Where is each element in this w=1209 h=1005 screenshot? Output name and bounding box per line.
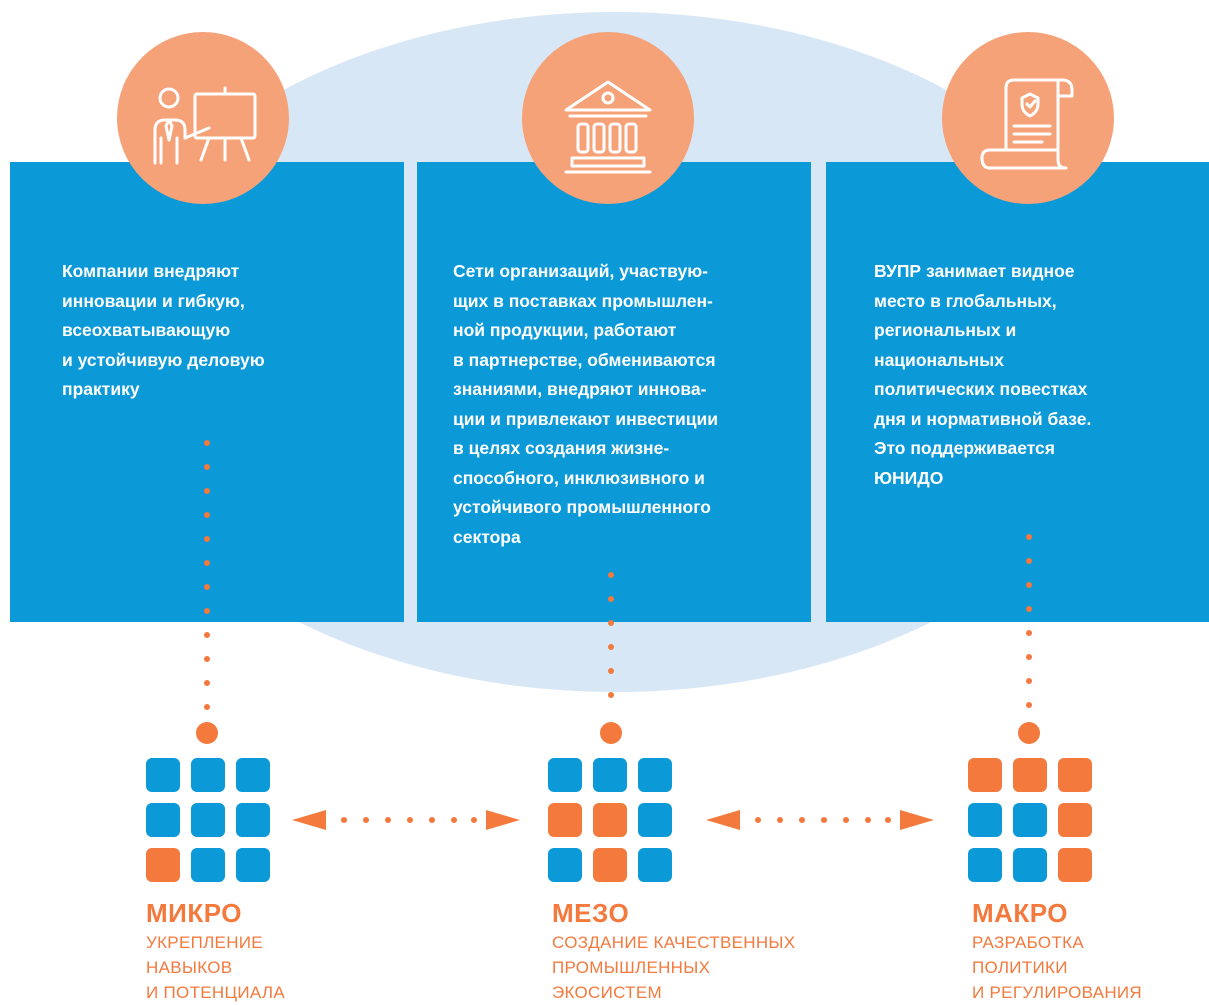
level-meso-title: МЕЗО [552,898,630,928]
grid-cell-blue [548,848,582,882]
grid-meso [548,758,672,882]
level-meso-subtitle: СОЗДАНИЕ КАЧЕСТВЕННЫХ ПРОМЫШЛЕННЫХ ЭКОСИ… [552,933,796,1002]
panel-meso-text: Сети организаций, участвую- щих в постав… [453,261,719,547]
grid-cell-blue [548,758,582,792]
grid-cell-orange [593,803,627,837]
grid-cell-blue [968,848,1002,882]
institution-building-icon [522,32,694,204]
grid-cell-orange [593,848,627,882]
grid-cell-orange [548,803,582,837]
grid-cell-blue [146,803,180,837]
grid-cell-blue [638,758,672,792]
level-macro-subtitle: РАЗРАБОТКА ПОЛИТИКИ И РЕГУЛИРОВАНИЯ [972,933,1143,1002]
panel-micro-text: Компании внедряют инновации и гибкую, вс… [62,261,265,399]
grid-cell-blue [236,758,270,792]
double-arrow-meso-macro [706,810,934,830]
grid-cell-blue [191,848,225,882]
panel-macro: ВУПР занимает видное место в глобальных,… [826,162,1209,622]
double-arrow-micro-meso [292,810,520,830]
grid-cell-orange [1058,758,1092,792]
level-macro-title: МАКРО [972,898,1069,928]
grid-cell-orange [968,758,1002,792]
grid-cell-blue [236,848,270,882]
grid-cell-blue [593,758,627,792]
grid-cell-blue [638,848,672,882]
grid-cell-blue [191,803,225,837]
presenter-icon [117,32,289,204]
grid-cell-orange [1058,848,1092,882]
grid-cell-blue [1013,848,1047,882]
grid-cell-blue [146,758,180,792]
panel-macro-text: ВУПР занимает видное место в глобальных,… [874,261,1092,488]
level-micro-subtitle: УКРЕПЛЕНИЕ НАВЫКОВ И ПОТЕНЦИАЛА [146,933,285,1002]
grid-cell-blue [1013,803,1047,837]
grid-cell-orange [1013,758,1047,792]
policy-document-icon [942,32,1114,204]
panel-meso: Сети организаций, участвую- щих в постав… [417,162,811,622]
grid-cell-orange [146,848,180,882]
grid-macro [968,758,1092,882]
grid-cell-blue [191,758,225,792]
grid-micro [146,758,270,882]
grid-cell-blue [236,803,270,837]
grid-cell-blue [638,803,672,837]
level-micro-title: МИКРО [146,898,242,928]
panel-micro: Компании внедряют инновации и гибкую, вс… [10,162,404,622]
grid-cell-orange [1058,803,1092,837]
grid-cell-blue [968,803,1002,837]
